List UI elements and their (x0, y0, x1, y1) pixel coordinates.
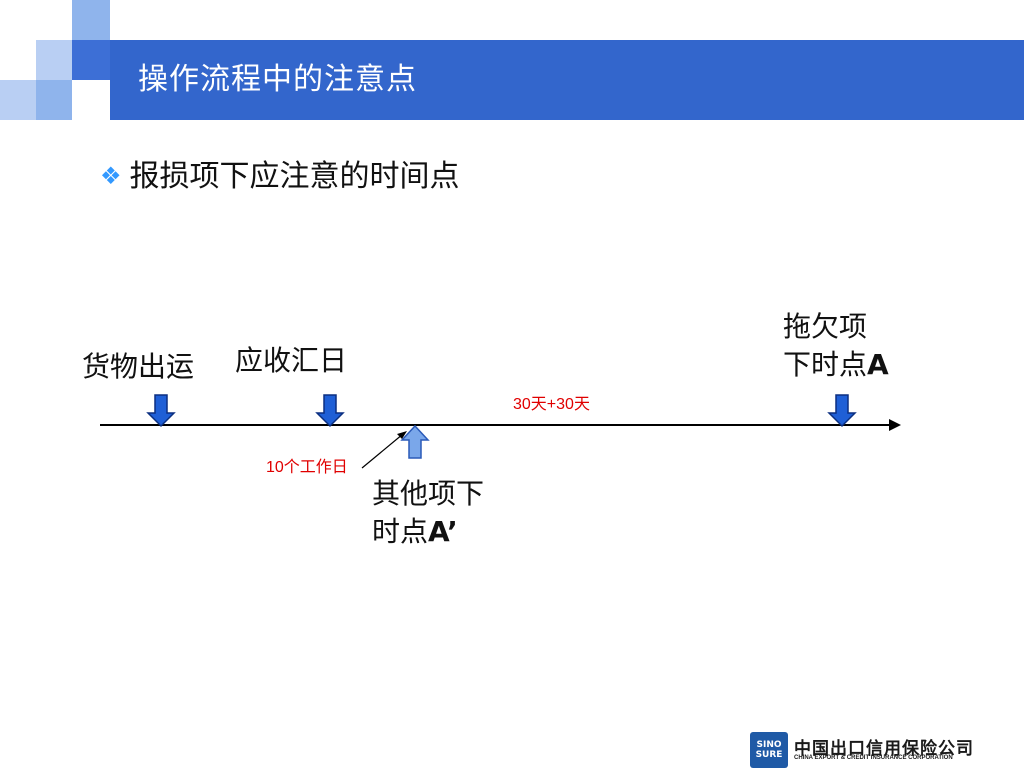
deco-square (72, 0, 110, 40)
slide-subtitle: ❖报损项下应注意的时间点 (100, 152, 460, 200)
label-point-a-prime-line2: 时点A’ (372, 515, 458, 548)
label-point-a-line1: 拖欠项 (783, 310, 868, 343)
title-bar (110, 40, 1024, 120)
down-arrow-due-date (315, 394, 345, 428)
pointer-arrowhead (397, 431, 407, 439)
annotation-30-days: 30天+30天 (513, 396, 590, 413)
label-point-a-prime: 其他项下 时点A’ (372, 475, 484, 551)
label-point-a: 拖欠项 下时点A (783, 308, 889, 384)
slide-title: 操作流程中的注意点 (138, 62, 417, 97)
deco-square (36, 40, 72, 80)
label-shipment: 货物出运 (82, 350, 195, 383)
deco-square (0, 80, 36, 120)
down-arrow-shipment (146, 394, 176, 428)
company-logo: SINO SURE 中国出口信用保险公司 CHINA EXPORT & CRED… (750, 732, 1000, 768)
deco-square (36, 80, 72, 120)
diamond-bullet-icon: ❖ (100, 162, 122, 190)
deco-square (72, 40, 110, 80)
pointer-line (361, 433, 404, 469)
timeline-arrowhead (889, 419, 901, 431)
annotation-10-workdays: 10个工作日 (266, 459, 348, 476)
label-due-date: 应收汇日 (235, 344, 348, 377)
company-name-en: CHINA EXPORT & CREDIT INSURANCE CORPORAT… (794, 755, 953, 761)
label-point-a-line2: 下时点A (783, 348, 889, 381)
sinosure-logo-icon: SINO SURE (750, 732, 788, 768)
subtitle-text: 报损项下应注意的时间点 (129, 159, 460, 194)
down-arrow-point-a (827, 394, 857, 428)
up-arrow-point-a-prime (400, 424, 430, 459)
company-name-cn: 中国出口信用保险公司 (794, 739, 974, 759)
deco-square (0, 0, 18, 40)
label-point-a-prime-line1: 其他项下 (372, 477, 485, 510)
